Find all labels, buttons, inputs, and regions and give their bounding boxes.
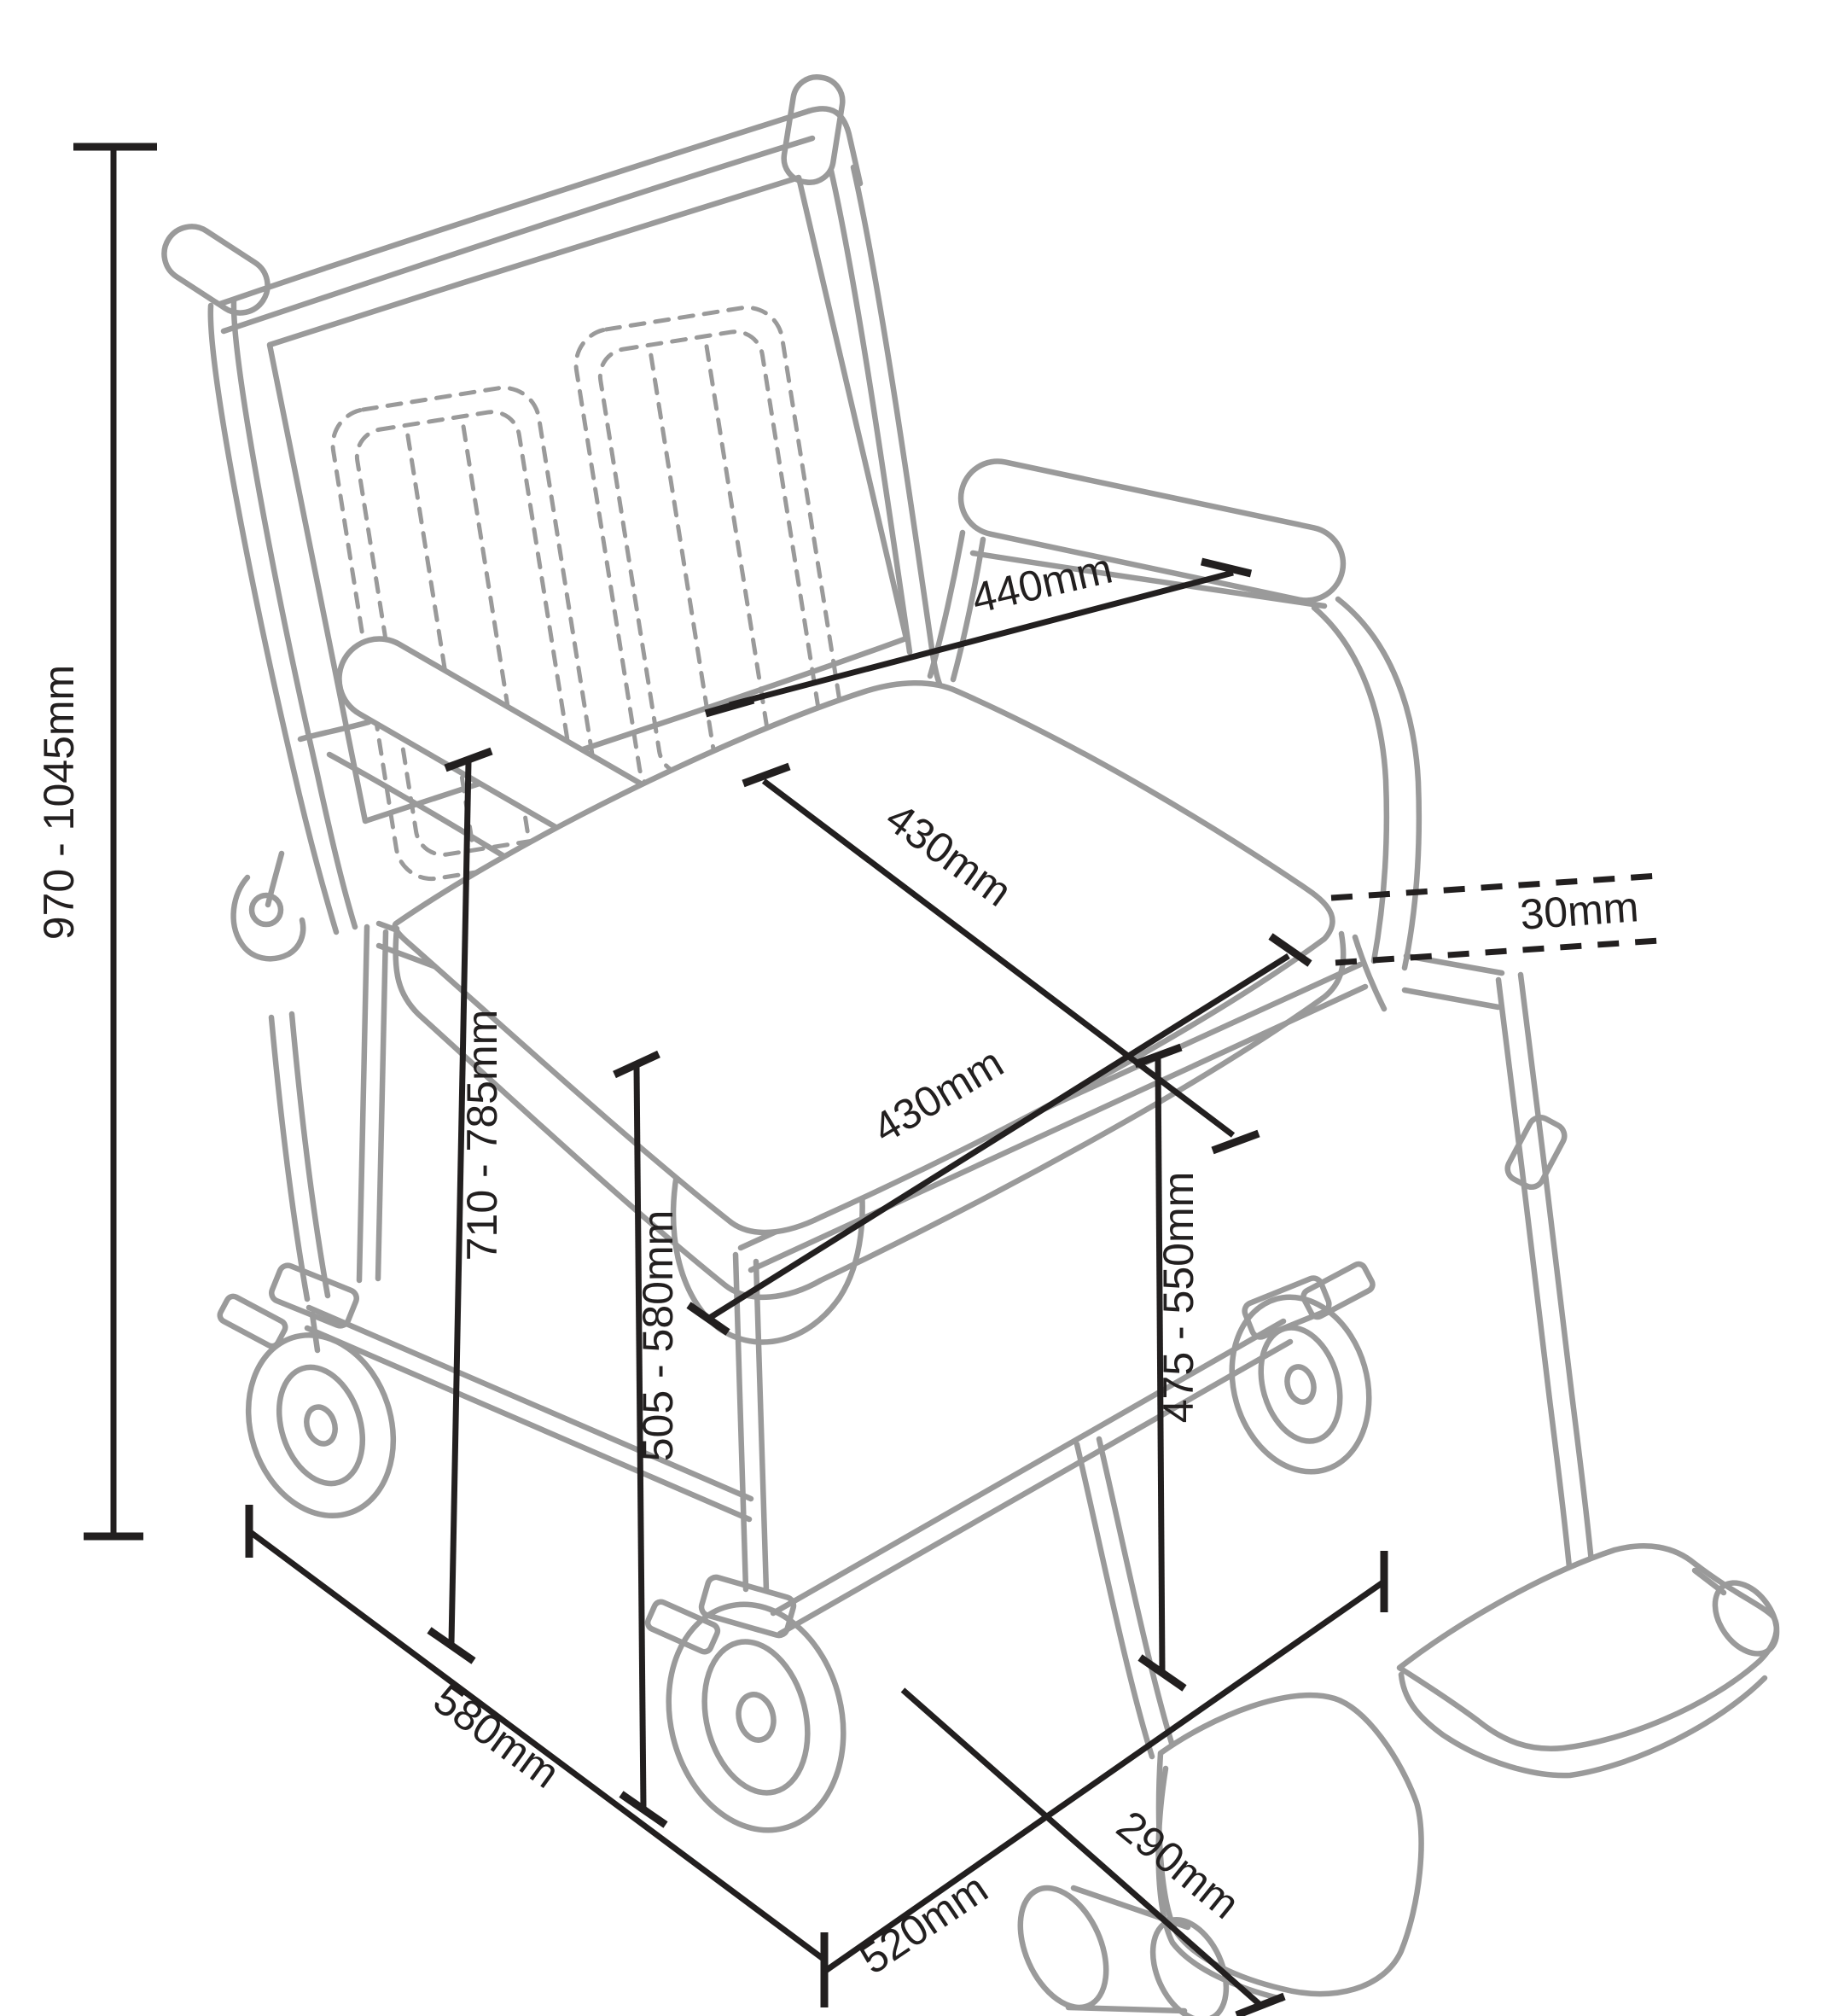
dim-rear-frame-height-label: 475 - 550mm [1155,1172,1202,1424]
near-footrest [1017,1436,1424,2016]
dim-cushion-thickness: 30mm [1330,872,1660,966]
dim-frame-height: 505 - 580mm [613,1050,682,1828]
front-caster [644,1574,847,1833]
seat-cushion [392,680,1347,1301]
right-push-handle [781,74,846,185]
dim-overall-height-label: 970 - 1045mm [35,665,83,940]
backrest-frame [161,74,945,935]
dim-rear-frame-height: 475 - 550mm [1133,1043,1202,1692]
right-footplate [1396,1543,1779,1751]
right-caster [1229,1261,1376,1475]
dim-cushion-thickness-label: 30mm [1519,883,1640,939]
right-armrest [927,458,1422,971]
footrest-hanger-clamp [1504,1115,1568,1190]
dim-base-depth-label: 520mm [852,1864,997,1984]
armrest-adjust-knob [248,892,284,928]
right-caster-wheel [1229,1294,1372,1475]
dim-frame-height-label: 505 - 580mm [634,1210,682,1462]
dim-overall-height: 970 - 1045mm [35,143,157,1541]
right-caster-brake [1300,1261,1376,1320]
base-rails [304,1304,1294,1637]
left-push-handle [161,224,271,316]
left-caster [217,1262,397,1519]
dim-base-width-label: 580mm [425,1675,568,1798]
front-caster-wheel [666,1601,847,1833]
right-footrest [1396,953,1780,1779]
dim-seat-height: 710 - 785mm [427,747,506,1664]
left-caster-wheel [245,1331,397,1519]
near-footplate-roller [1017,1885,1109,2011]
right-footplate-roller [1712,1580,1780,1657]
right-armrest-pad [957,458,1347,603]
left-caster-brake [217,1293,288,1349]
front-caster-brake [644,1599,721,1655]
dim-base-width: 580mm [245,1505,829,2007]
dim-seat-height-label: 710 - 785mm [458,1010,506,1261]
seat-cushion-side [393,925,1347,1301]
chair-drawing [161,74,1780,2016]
